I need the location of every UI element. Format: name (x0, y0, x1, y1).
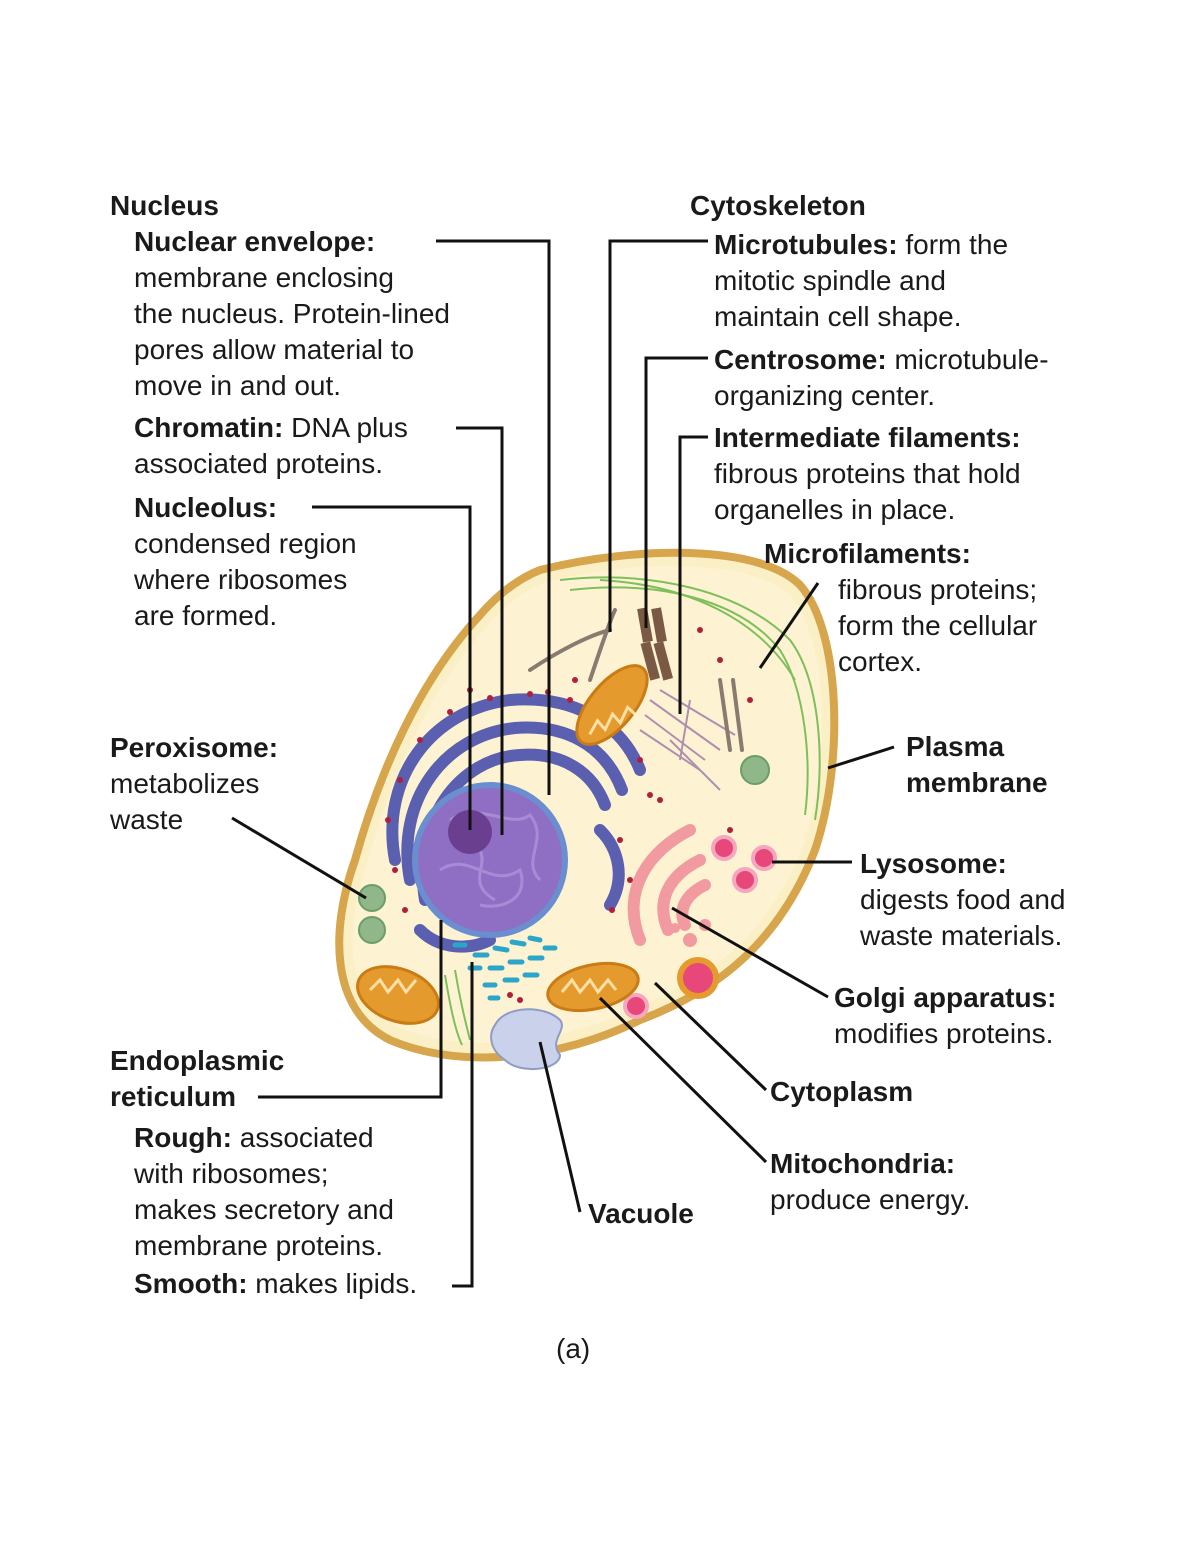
lysosome-desc-2: waste materials. (860, 920, 1063, 951)
lysosome-term: Lysosome: (860, 848, 1007, 879)
microfilaments-desc: fibrous proteins; form the cellular cort… (838, 572, 1037, 680)
smooth-er-desc: makes lipids. (247, 1268, 418, 1299)
golgi-shape (627, 824, 711, 946)
leader-plasma-membrane (827, 745, 895, 770)
rough-er-desc: associated (231, 1122, 374, 1153)
rough-er-desc-3: makes secretory and (134, 1194, 394, 1225)
leader-centrosome (644, 356, 708, 628)
chromatin-desc: DNA plus (283, 412, 408, 443)
leader-chromatin (456, 426, 504, 835)
er-heading-line-1: Endoplasmic (110, 1045, 285, 1076)
leader-microtubules (608, 239, 708, 632)
figure-caption: (a) (556, 1333, 591, 1364)
peroxisome-term: Peroxisome: (110, 732, 279, 763)
leader-lines (231, 239, 895, 1288)
lysosome-label: Lysosome: digests food and waste materia… (860, 846, 1066, 954)
cytoplasm-label: Cytoplasm (770, 1076, 914, 1107)
microfilaments-term: Microfilaments: (764, 538, 971, 569)
chromatin-label: Chromatin: DNA plus associated proteins. (134, 410, 408, 482)
er-heading: Endoplasmic reticulum (110, 1043, 284, 1115)
chromatin-desc-2: associated proteins. (134, 448, 384, 479)
microfilaments-desc-2: form the cellular (838, 610, 1038, 641)
smooth-er-shape (452, 935, 558, 1001)
nucleolus-term: Nucleolus: (134, 492, 278, 523)
microtubules-desc-3: maintain cell shape. (714, 301, 962, 332)
peroxisome-desc-2: waste (110, 804, 184, 835)
rough-er-term: Rough: (134, 1122, 232, 1153)
nucleolus-shape (448, 810, 492, 854)
cytoskeleton-heading: Cytoskeleton (690, 190, 866, 221)
mitochondria-label: Mitochondria: produce energy. (770, 1146, 970, 1218)
nucleolus-desc-3: are formed. (134, 600, 278, 631)
leader-golgi (671, 906, 829, 999)
lysosome-shape (623, 835, 777, 1019)
leader-nucleolus (312, 505, 472, 830)
microfilaments-desc-1: fibrous proteins; (838, 574, 1038, 605)
mitochondria-shape (356, 664, 649, 1025)
rough-er-desc-2: with ribosomes; (134, 1158, 329, 1189)
mitochondria-term: Mitochondria: (770, 1148, 956, 1179)
plasma-membrane-line-1: Plasma (906, 731, 1005, 762)
golgi-vesicles (670, 919, 711, 947)
nuclear-envelope-term: Nuclear envelope: (134, 226, 376, 257)
intermediate-filaments-shape (639, 689, 736, 791)
intermediate-filaments-desc-1: fibrous proteins that hold (714, 458, 1021, 489)
centrosome-term: Centrosome: (714, 344, 887, 375)
nucleolus-label: Nucleolus: condensed region where riboso… (134, 490, 357, 634)
smooth-er-term: Smooth: (134, 1268, 248, 1299)
nucleolus-desc-1: condensed region (134, 528, 357, 559)
smooth-er-label: Smooth: makes lipids. (134, 1266, 417, 1302)
nuclear-envelope-label: Nuclear envelope: membrane enclosing the… (134, 224, 450, 404)
microtubules-desc-2: mitotic spindle and (714, 265, 946, 296)
leader-intermediate (678, 435, 708, 714)
peroxisome-label: Peroxisome: metabolizes waste (110, 730, 278, 838)
leader-nuclear-envelope (436, 239, 551, 795)
peroxisome-desc-1: metabolizes (110, 768, 260, 799)
leader-microfilaments (758, 582, 820, 669)
leader-peroxisome (231, 816, 367, 900)
lysosome-desc-1: digests food and (860, 884, 1066, 915)
plasma-membrane-label: Plasma membrane (906, 729, 1048, 801)
golgi-term: Golgi apparatus: (834, 982, 1057, 1013)
microtubules-term: Microtubules: (714, 229, 898, 260)
rough-er-label: Rough: associated with ribosomes; makes … (134, 1120, 394, 1264)
mitochondria-desc: produce energy. (770, 1184, 971, 1215)
plasma-membrane-line-2: membrane (906, 767, 1048, 798)
intermediate-filaments-desc-2: organelles in place. (714, 494, 956, 525)
peroxisome-shape (358, 755, 770, 944)
golgi-desc: modifies proteins. (834, 1018, 1054, 1049)
nucleus-shape (412, 782, 568, 938)
er-heading-line-2: reticulum (110, 1081, 237, 1112)
microfilaments-desc-3: cortex. (838, 646, 923, 677)
golgi-label: Golgi apparatus: modifies proteins. (834, 980, 1056, 1052)
intermediate-filaments-term: Intermediate filaments: (714, 422, 1021, 453)
leader-rough-er (258, 920, 443, 1099)
nuclear-envelope-desc-3: pores allow material to (134, 334, 415, 365)
nuclear-envelope-desc-1: membrane enclosing (134, 262, 394, 293)
microtubules-desc: form the (897, 229, 1009, 260)
microtubules-shape (528, 608, 744, 752)
centrosome-desc-2: organizing center. (714, 380, 936, 411)
nucleolus-desc-2: where ribosomes (134, 564, 348, 595)
intermediate-filaments-label: Intermediate filaments: fibrous proteins… (714, 420, 1021, 528)
nuclear-envelope-desc-2: the nucleus. Protein-lined (134, 298, 450, 329)
centrosome-label: Centrosome: microtubule- organizing cent… (714, 342, 1049, 414)
nucleus-heading: Nucleus (110, 190, 219, 221)
nuclear-envelope-desc-4: move in and out. (134, 370, 342, 401)
chromatin-term: Chromatin: (134, 412, 284, 443)
vesicle-shape (677, 957, 719, 999)
rough-er-desc-4: membrane proteins. (134, 1230, 384, 1261)
leader-cytoplasm (653, 981, 768, 1092)
centrosome-desc: microtubule- (886, 344, 1049, 375)
leader-vacuole (538, 1041, 582, 1213)
microtubules-label: Microtubules: form the mitotic spindle a… (714, 227, 1008, 335)
leader-smooth-er (452, 962, 474, 1288)
vacuole-label: Vacuole (588, 1198, 694, 1229)
leader-mitochondria (598, 996, 768, 1164)
